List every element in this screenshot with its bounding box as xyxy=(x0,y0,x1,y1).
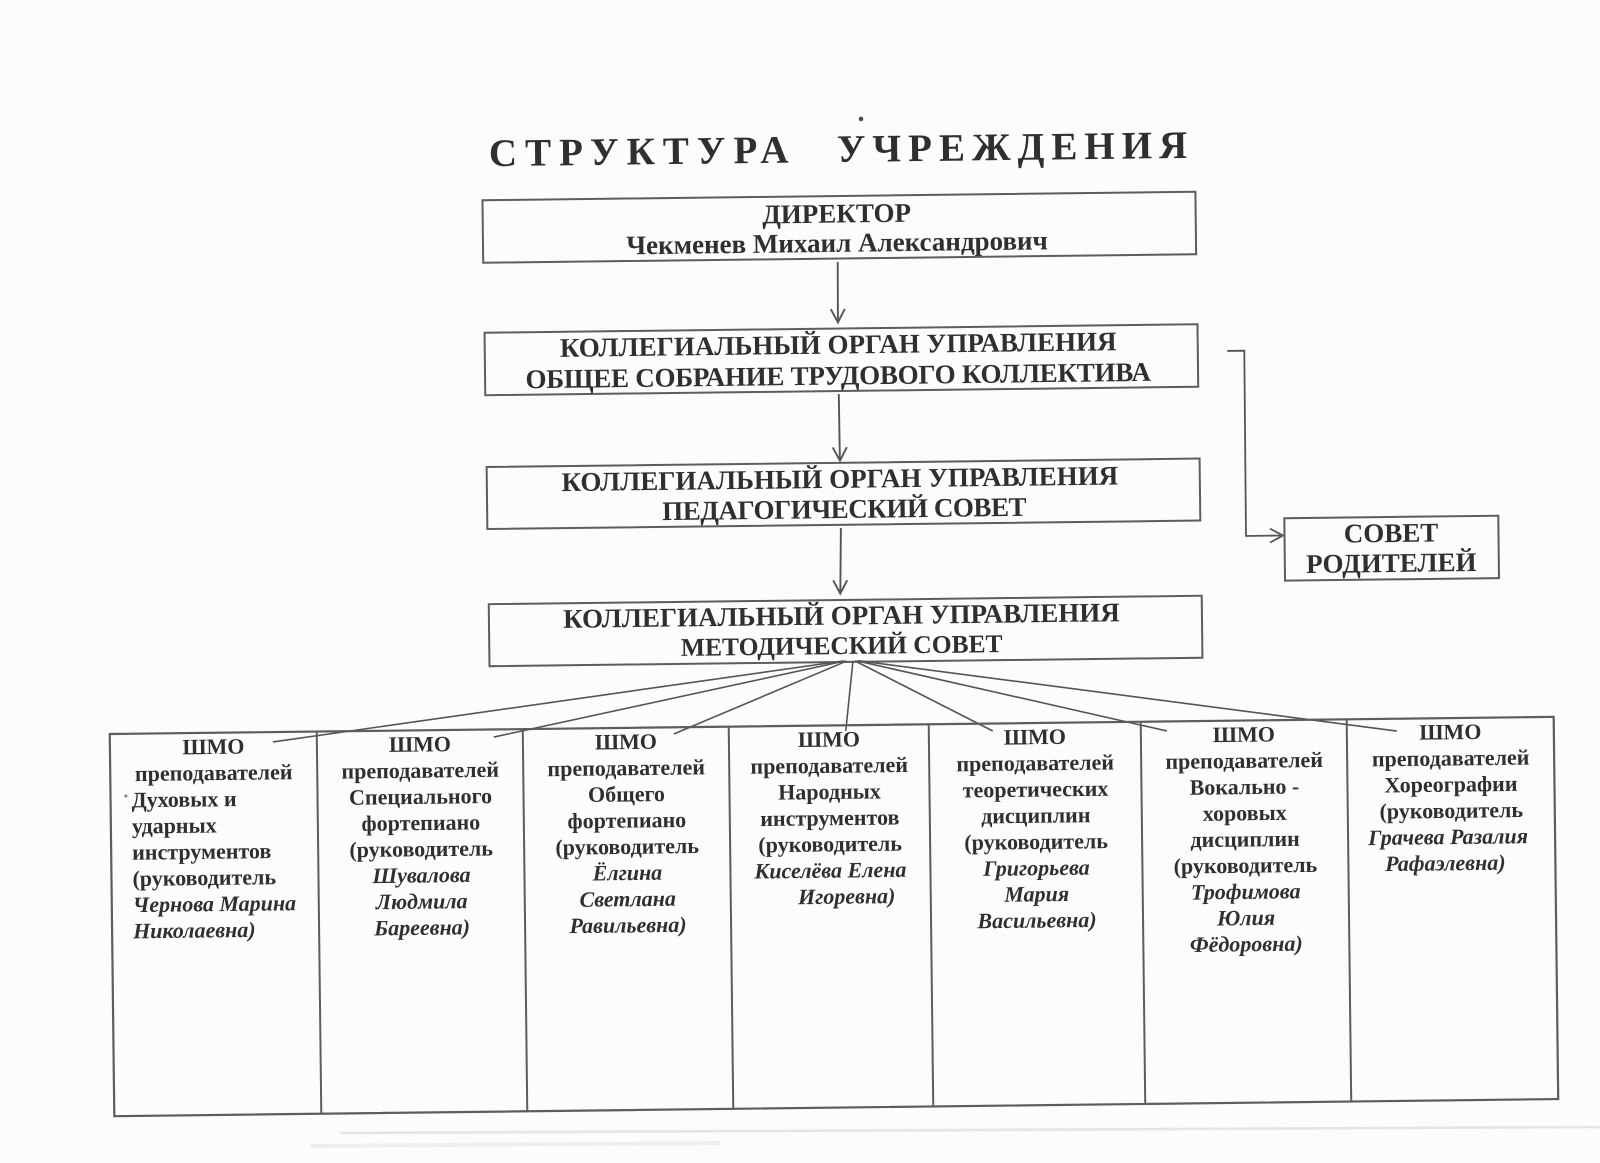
svg-text:Общего: Общего xyxy=(588,781,665,807)
svg-text:Вокально -: Вокально - xyxy=(1189,773,1299,799)
svg-text:инструментов: инструментов xyxy=(132,838,272,865)
svg-text:ШМО: ШМО xyxy=(1213,721,1275,747)
svg-text:Григорьева: Григорьева xyxy=(982,855,1090,881)
svg-text:Трофимова: Трофимова xyxy=(1191,878,1301,904)
svg-text:Юлия: Юлия xyxy=(1216,905,1275,931)
svg-text:ШМО: ШМО xyxy=(1419,719,1481,745)
svg-text:ударных: ударных xyxy=(132,813,217,839)
svg-text:теоретических: теоретических xyxy=(963,776,1109,803)
svg-text:Духовых и: Духовых и xyxy=(131,786,237,812)
svg-text:хоровых: хоровых xyxy=(1203,800,1287,826)
svg-text:Мария: Мария xyxy=(1003,881,1069,907)
svg-text:Грачева Разалия: Грачева Разалия xyxy=(1367,823,1528,850)
svg-text:Чекменев Михаил Александрович: Чекменев Михаил Александрович xyxy=(626,225,1048,260)
svg-text:КОЛЛЕГИАЛЬНЫЙ ОРГАН УПРАВЛЕНИЯ: КОЛЛЕГИАЛЬНЫЙ ОРГАН УПРАВЛЕНИЯ xyxy=(563,597,1120,634)
svg-text:Народных: Народных xyxy=(778,778,881,804)
svg-text:СТРУКТУРА: СТРУКТУРА xyxy=(489,129,797,176)
svg-text:СОВЕТ: СОВЕТ xyxy=(1344,517,1439,548)
svg-text:преподавателей: преподавателей xyxy=(1165,747,1323,774)
svg-text:Рафаэлевна): Рафаэлевна) xyxy=(1384,850,1506,876)
svg-text:КОЛЛЕГИАЛЬНЫЙ ОРГАН УПРАВЛЕНИЯ: КОЛЛЕГИАЛЬНЫЙ ОРГАН УПРАВЛЕНИЯ xyxy=(561,461,1118,498)
svg-text:преподавателей: преподавателей xyxy=(956,749,1114,776)
svg-text:Николаевна): Николаевна) xyxy=(132,917,256,943)
svg-text:Специального: Специального xyxy=(349,783,492,810)
svg-text:ДИРЕКТОР: ДИРЕКТОР xyxy=(762,198,911,230)
svg-text:преподавателей: преподавателей xyxy=(135,759,293,786)
svg-text:РОДИТЕЛЕЙ: РОДИТЕЛЕЙ xyxy=(1306,547,1477,579)
svg-text:преподавателей: преподавателей xyxy=(1372,745,1530,772)
svg-text:Ёлгина: Ёлгина xyxy=(592,860,663,886)
svg-text:дисциплин: дисциплин xyxy=(1190,826,1300,852)
svg-text:Фёдоровна): Фёдоровна) xyxy=(1190,931,1303,957)
svg-text:Чернова Марина: Чернова Марина xyxy=(133,890,297,917)
svg-text:(руководитель: (руководитель xyxy=(964,828,1108,855)
svg-text:ПЕДАГОГИЧЕСКИЙ СОВЕТ: ПЕДАГОГИЧЕСКИЙ СОВЕТ xyxy=(662,492,1027,526)
svg-text:инструментов: инструментов xyxy=(760,804,900,831)
svg-text:дисциплин: дисциплин xyxy=(981,802,1091,828)
svg-text:(руководитель: (руководитель xyxy=(132,864,276,891)
svg-text:(руководитель: (руководитель xyxy=(1173,852,1317,879)
svg-text:Киселёва Елена: Киселёва Елена xyxy=(753,857,906,884)
svg-text:УЧРЕЖДЕНИЯ: УЧРЕЖДЕНИЯ xyxy=(837,124,1195,171)
svg-text:ШМО: ШМО xyxy=(595,729,657,755)
svg-text:преподавателей: преподавателей xyxy=(341,757,499,784)
svg-text:фортепиано: фортепиано xyxy=(361,809,480,835)
svg-text:преподавателей: преподавателей xyxy=(547,754,705,781)
svg-text:МЕТОДИЧЕСКИЙ СОВЕТ: МЕТОДИЧЕСКИЙ СОВЕТ xyxy=(681,629,1003,662)
svg-text:(руководитель: (руководитель xyxy=(758,831,902,858)
svg-text:Равильевна): Равильевна) xyxy=(568,912,686,938)
svg-text:Игоревна): Игоревна) xyxy=(797,883,896,909)
svg-text:фортепиано: фортепиано xyxy=(567,807,686,833)
svg-text:Хореографии: Хореографии xyxy=(1384,771,1518,798)
svg-text:ШМО: ШМО xyxy=(1004,724,1066,750)
svg-text:Людмила: Людмила xyxy=(375,888,468,914)
svg-text:КОЛЛЕГИАЛЬНЫЙ ОРГАН УПРАВЛЕНИЯ: КОЛЛЕГИАЛЬНЫЙ ОРГАН УПРАВЛЕНИЯ xyxy=(560,326,1117,363)
svg-text:Бареевна): Бареевна) xyxy=(373,914,470,940)
svg-text:ОБЩЕЕ СОБРАНИЕ ТРУДОВОГО КОЛЛЕ: ОБЩЕЕ СОБРАНИЕ ТРУДОВОГО КОЛЛЕКТИВА xyxy=(525,357,1151,394)
svg-text:ШМО: ШМО xyxy=(389,731,451,757)
svg-text:Шувалова: Шувалова xyxy=(371,862,470,888)
svg-text:Васильевна): Васильевна) xyxy=(976,907,1096,933)
svg-text:Светлана: Светлана xyxy=(579,886,676,912)
svg-text:ШМО: ШМО xyxy=(798,726,860,752)
svg-text:ШМО: ШМО xyxy=(182,734,244,760)
svg-text:(руководитель: (руководитель xyxy=(555,833,699,860)
svg-text:преподавателей: преподавателей xyxy=(750,752,908,779)
svg-text:(руководитель: (руководитель xyxy=(1379,797,1523,824)
svg-text:(руководитель: (руководитель xyxy=(349,835,493,862)
